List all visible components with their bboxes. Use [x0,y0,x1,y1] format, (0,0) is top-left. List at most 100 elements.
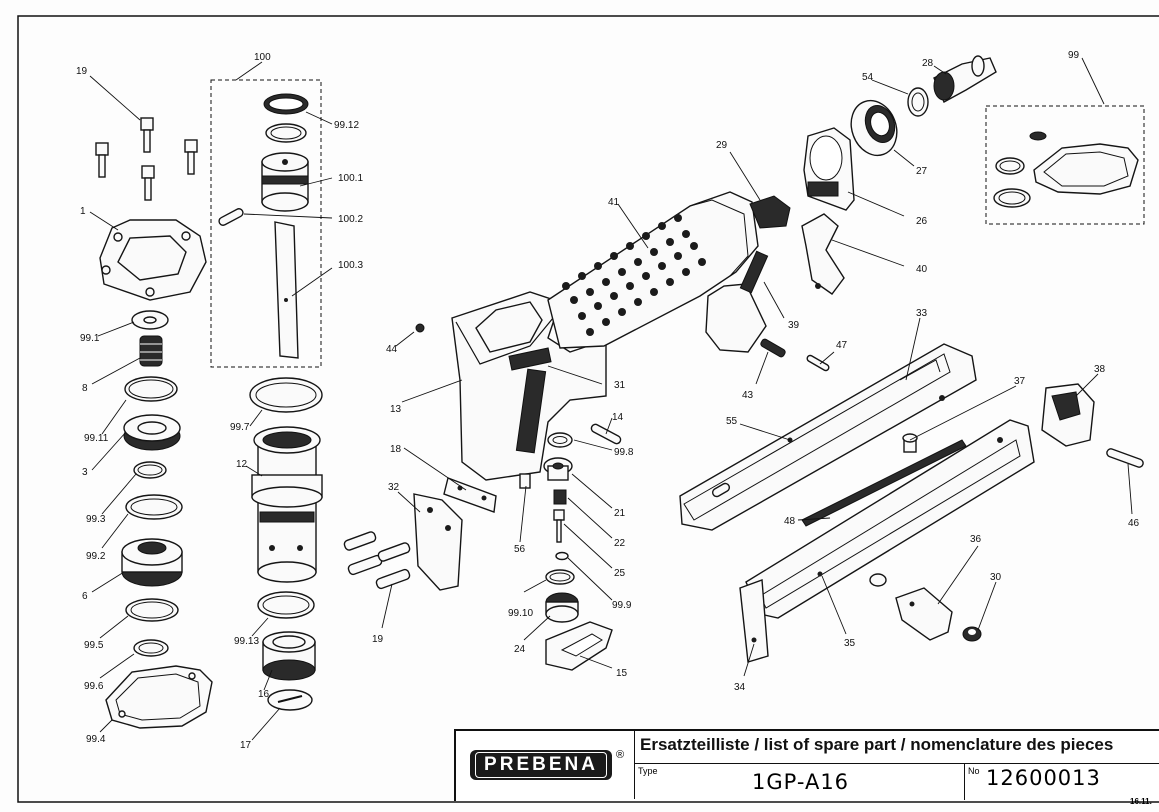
title-block-row: Type 1GP-A16 No 12600013 [634,763,1159,800]
part-100-3-driver-blade [274,221,299,359]
part-99-9-o-ring [555,551,569,561]
label-37: 37 [1014,376,1026,387]
part-48-spring-strip [801,439,967,527]
part-43-pin [760,338,786,358]
part-41-handle-grip [547,191,767,353]
part-25-valve-stem [553,509,565,543]
label-34: 34 [734,682,746,693]
label-40: 40 [916,264,928,275]
part-99-8-o-ring [547,432,573,448]
number-value: 12600013 [986,766,1101,790]
gasket-kit-frame [985,105,1145,225]
part-22-spring [553,489,567,505]
label-47: 47 [836,340,848,351]
part-36-latch [895,587,953,641]
label-29: 29 [716,140,728,151]
label-32: 32 [388,482,400,493]
label-1: 1 [80,206,86,217]
part-24-trigger-valve-body [545,592,579,623]
label-99-1: 99.1 [80,333,100,344]
part-19-screws [95,117,198,201]
label-25: 25 [614,568,626,579]
part-12-cylinder [251,426,323,583]
part-44-screw [415,323,425,333]
label-41: 41 [608,197,620,208]
label-100-3: 100.3 [338,260,363,271]
part-small-nut [869,573,887,587]
part-15-trigger-bracket [545,621,613,671]
part-26-exhaust-deflector [803,127,855,211]
label-30: 30 [990,572,1002,583]
label-99-7: 99.7 [230,422,250,433]
part-99-11-o-ring [124,376,178,402]
label-43: 43 [742,390,754,401]
part-31-label-plate [508,347,552,371]
label-14: 14 [612,412,624,423]
part-17-washer [267,689,313,711]
label-46: 46 [1128,518,1140,529]
label-3: 3 [82,467,88,478]
part-47-pin [806,354,830,372]
part-27-inlet-housing [850,99,898,157]
label-16: 16 [258,689,270,700]
part-18-plate [443,477,497,513]
label-44: 44 [386,344,398,355]
part-99-7-o-ring [249,377,323,413]
part-100-2-pin [218,208,244,226]
kit-99-contents [993,131,1139,208]
label-99-10: 99.10 [508,608,533,619]
part-100-1-piston [261,152,309,212]
part-29-trigger-cap [749,195,791,229]
label-38: 38 [1094,364,1106,375]
label-19-nose: 19 [372,634,384,645]
label-54: 54 [862,72,874,83]
part-46-pin [1106,448,1144,468]
part-56-pin [519,473,531,489]
part-21-valve-cap [543,457,573,481]
label-99-11: 99.11 [84,433,109,444]
label-100-1: 100.1 [338,173,363,184]
label-13: 13 [390,404,402,415]
part-99-3-o-ring [133,461,167,479]
part-99-5-o-ring [125,598,179,622]
part-34-end-plate [739,579,769,663]
label-99-2: 99.2 [86,551,106,562]
part-55-magazine-rail [679,343,977,531]
part-99-1-gasket [131,310,169,330]
label-99-5: 99.5 [84,640,104,651]
part-39-spring [739,250,769,294]
type-value: 1GP-A16 [752,770,850,794]
number-caption: No [968,766,980,776]
part-8-spring [139,335,163,367]
label-99-9: 99.9 [612,600,632,611]
part-32-nose-plate [413,493,463,591]
label-31: 31 [614,380,626,391]
part-3-valve-seat [123,414,181,451]
label-100: 100 [254,52,271,63]
prebena-logo: PREBENA [470,750,612,780]
label-36: 36 [970,534,982,545]
label-26: 26 [916,216,928,227]
label-15: 15 [616,668,628,679]
label-99-3: 99.3 [86,514,106,525]
label-18: 18 [390,444,402,455]
type-caption: Type [638,766,658,776]
part-28-air-fitting [933,55,997,103]
label-21: 21 [614,508,626,519]
label-99-13: 99.13 [234,636,259,647]
label-99-12: 99.12 [334,120,359,131]
label-19: 19 [76,66,88,77]
label-56: 56 [514,544,526,555]
part-99-10-o-ring [545,569,575,585]
part-19-nose-screws [343,531,411,590]
part-37-pusher [902,433,918,453]
title-block: PREBENA ® Ersatzteilliste / list of spar… [454,729,1159,801]
part-54-o-ring [907,87,929,117]
part-16-bumper [262,631,316,681]
document-title: Ersatzteilliste / list of spare part / n… [640,735,1114,754]
label-6: 6 [82,591,88,602]
part-6-valve-piston [121,538,183,587]
label-28: 28 [922,58,934,69]
part-1-cylinder-cap [99,219,207,301]
